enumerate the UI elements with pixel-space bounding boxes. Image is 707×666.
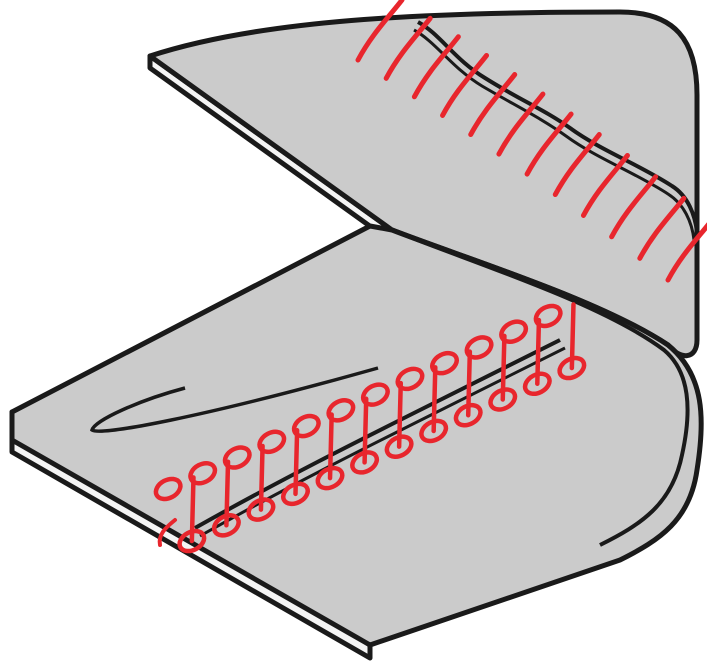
hem-fold-illustration <box>0 0 707 666</box>
figure-stage <box>0 0 707 666</box>
